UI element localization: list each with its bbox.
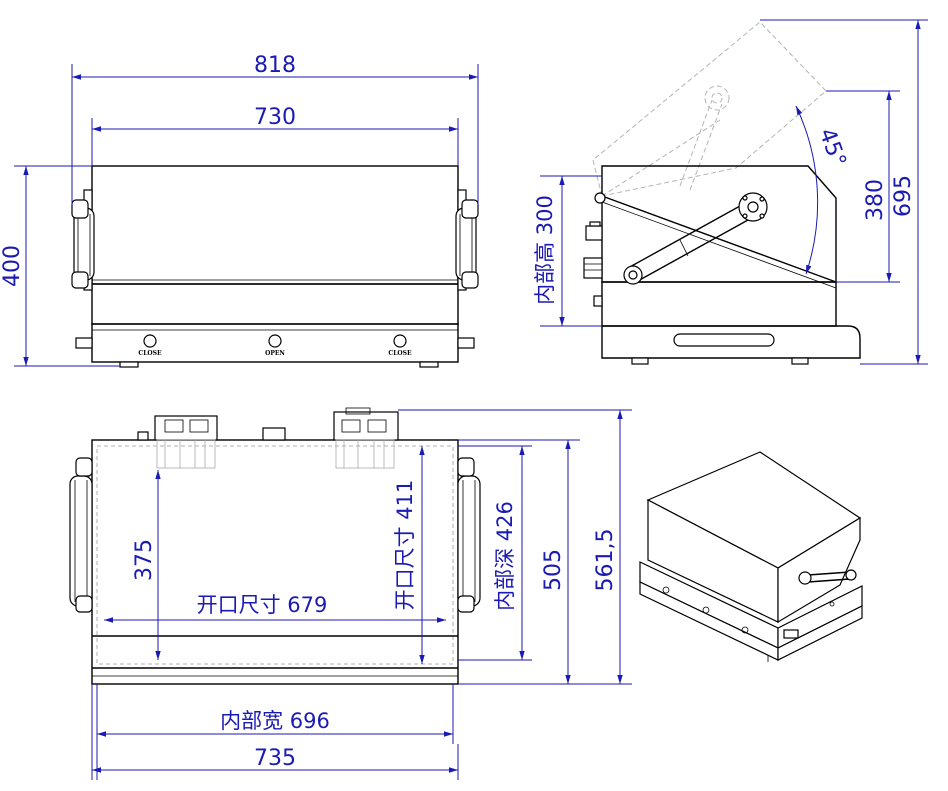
dim-695: 695 [891, 175, 916, 217]
svg-text:CLOSE: CLOSE [388, 350, 412, 357]
dim-opening-width: 开口尺寸 679 [197, 593, 328, 617]
dim-inner-width: 内部宽 696 [220, 709, 330, 733]
dim-angle: 45° [814, 125, 851, 170]
handle-right [455, 189, 479, 291]
top-view [69, 407, 481, 685]
dim-inner-depth: 内部深 426 [493, 501, 517, 611]
dim-561-5: 561,5 [593, 529, 618, 592]
button-open[interactable]: OPEN [265, 334, 285, 357]
dim-inner-height: 内部高 300 [533, 195, 557, 305]
side-view [583, 21, 861, 365]
ghost-strut [679, 85, 730, 191]
dim-730: 730 [254, 105, 296, 130]
svg-text:OPEN: OPEN [265, 350, 285, 357]
dim-380: 380 [863, 179, 888, 221]
top-dimensions: 375 开口尺寸 679 开口尺寸 411 内部深 426 505 561,5 … [91, 409, 632, 780]
side-dimensions: 内部高 300 45° 380 695 [533, 19, 928, 365]
front-dimensions: 818 730 400 [0, 53, 479, 367]
dim-505: 505 [541, 549, 566, 591]
front-view: CLOSE OPEN CLOSE [71, 165, 479, 368]
gas-strut [623, 192, 768, 285]
svg-text:CLOSE: CLOSE [138, 350, 162, 357]
button-close-left[interactable]: CLOSE [138, 334, 162, 357]
top-handle-left [69, 457, 93, 613]
dim-818: 818 [254, 53, 296, 78]
isometric-view [639, 451, 863, 662]
dim-opening-height: 开口尺寸 411 [393, 480, 417, 611]
dim-735: 735 [254, 746, 296, 771]
dim-375: 375 [132, 539, 157, 581]
dim-400: 400 [0, 245, 25, 287]
button-close-right[interactable]: CLOSE [388, 334, 412, 357]
top-hinge-right [333, 407, 399, 469]
top-handle-right [457, 457, 481, 613]
handle-left [71, 189, 95, 291]
top-hinge-left [154, 415, 218, 469]
